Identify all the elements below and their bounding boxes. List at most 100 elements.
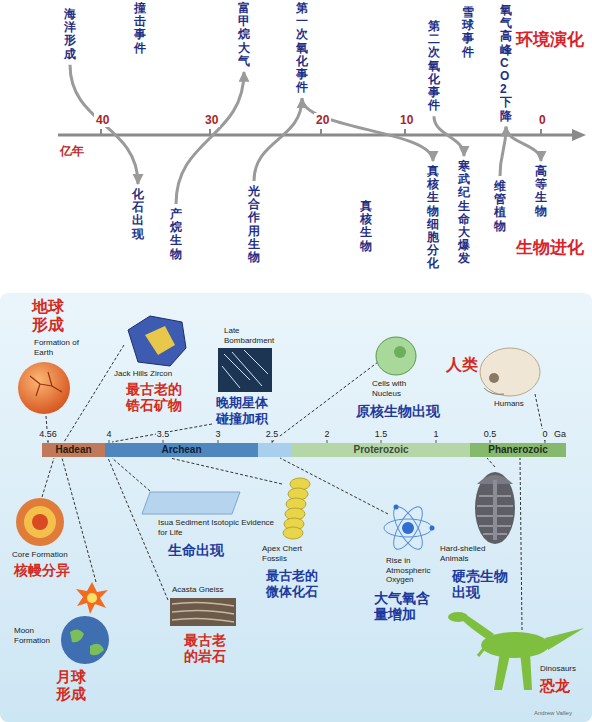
skull-figure: [480, 348, 540, 396]
era-band: Hadean: [42, 443, 105, 457]
tick-number: 3.5: [156, 429, 171, 440]
influence-arrow: [506, 127, 541, 161]
evolution-event: 真核生物细胞分化: [427, 165, 439, 271]
english-caption: Acasta Gneiss: [172, 585, 224, 595]
era-name: Archean: [161, 445, 201, 455]
event-title: 最古老的锆石矿物: [126, 381, 186, 413]
event-title: 恐龙: [540, 677, 570, 694]
bombardment-figure: [218, 348, 272, 392]
era-name: Hadean: [55, 445, 91, 455]
english-caption: Humans: [494, 399, 524, 409]
row-title: 环境演化: [516, 28, 584, 51]
event-text: 高等生物: [535, 165, 547, 218]
microfossil-figure: [283, 478, 310, 539]
era-band: Archean: [105, 443, 258, 457]
era-name: Phanerozoic: [488, 445, 547, 455]
english-caption: Cells with Nucleus: [372, 379, 420, 398]
tick-number: 1.5: [374, 429, 389, 440]
event-text: 海洋形成: [64, 8, 76, 61]
english-caption: Formation of Earth: [34, 338, 86, 357]
event-title: 最古老的岩石: [184, 632, 230, 664]
event-title: 核幔分异: [14, 562, 70, 578]
environment-event: 富甲烷大气: [238, 2, 250, 68]
moon-impact-figure: [61, 582, 109, 664]
evolution-event: 光合作用生物: [248, 185, 260, 264]
era-band: Proterozoic: [292, 443, 470, 457]
panel-ground: [0, 293, 592, 722]
era-name: Proterozoic: [353, 445, 408, 455]
event-title: 月球形成: [56, 668, 88, 703]
event-text: 真核生物细胞分化: [427, 165, 439, 271]
tick-number: 1: [432, 429, 439, 440]
influence-arrow: [176, 72, 244, 204]
english-caption: Late Bombardment: [224, 326, 284, 345]
influence-arrow: [434, 116, 464, 156]
axis-number: 0: [537, 113, 548, 127]
time-axis: [58, 134, 574, 137]
axis-number: 20: [314, 113, 331, 127]
axis-number: 30: [203, 113, 220, 127]
influence-arrow: [302, 98, 433, 161]
trilobite-figure: [475, 472, 515, 544]
core-figure: [16, 498, 64, 546]
evolution-event: 产烷生物: [170, 208, 182, 261]
event-title: 最古老的微体化石: [266, 568, 322, 599]
tick-number: 0: [541, 429, 548, 440]
english-caption: Core Formation: [12, 550, 68, 560]
event-text: 第一次氧化事件: [296, 2, 308, 94]
axis-unit: 亿年: [60, 143, 84, 160]
event-text: 撞击事件: [134, 2, 146, 55]
evolution-event: 真核生物: [360, 200, 372, 253]
english-caption: Apex Chert Fossils: [262, 544, 312, 563]
evolution-event: 寒武纪生命大爆发: [458, 160, 470, 266]
oxygen-figure: [384, 503, 435, 554]
gneiss-figure: [170, 598, 236, 626]
axis-number: 10: [398, 113, 415, 127]
axis-arrowhead: [572, 129, 586, 141]
english-caption: Dinosaurs: [540, 664, 576, 674]
leader-lines: [42, 345, 545, 630]
tick-number: 0.5: [483, 429, 498, 440]
english-caption: Rise in Atmospheric Oxygen: [386, 556, 438, 585]
event-title: 生命出现: [168, 542, 224, 558]
event-text: 化石出现: [132, 188, 144, 241]
influence-arrow: [70, 65, 138, 184]
event-text: 第二次氧化事件: [428, 20, 440, 112]
environment-event: 氧气高峰CO2下降: [500, 4, 512, 123]
english-caption: Isua Sediment Isotopic Evidence for Life: [158, 518, 278, 537]
environment-event: 撞击事件: [134, 2, 146, 55]
earth-figure: [18, 362, 70, 414]
event-text: 雪球事件: [462, 6, 474, 59]
event-text: 维管植物: [494, 180, 506, 233]
timeline-segment: [258, 443, 292, 457]
event-title: 硬壳生物出现: [452, 568, 510, 600]
tick-number: 2: [323, 429, 330, 440]
event-text: 光合作用生物: [248, 185, 260, 264]
axis-ticks: [101, 129, 541, 135]
environment-event: 雪球事件: [462, 6, 474, 59]
tick-number: 4.56: [38, 429, 58, 440]
environment-event: 第二次氧化事件: [428, 20, 440, 112]
english-caption: Moon Formation: [14, 626, 58, 645]
evolution-event: 化石出现: [132, 188, 144, 241]
era-band: Phanerozoic: [470, 443, 566, 457]
tick-unit: Ga: [553, 429, 567, 440]
event-text: 真核生物: [360, 200, 372, 253]
watermark: Andrew Valley: [534, 710, 572, 716]
event-title: 人类: [446, 356, 478, 374]
evolution-event: 高等生物: [535, 165, 547, 218]
event-text: 寒武纪生命大爆发: [458, 160, 470, 266]
event-text: 氧气高峰CO2下降: [500, 4, 512, 123]
environment-event: 海洋形成: [64, 8, 76, 61]
influence-arrow: [254, 98, 302, 181]
english-caption: Jack Hills Zircon: [114, 369, 172, 379]
tick-number: 2.5: [265, 429, 280, 440]
english-caption: Hard-shelled Animals: [440, 544, 500, 563]
tick-number: 3: [214, 429, 221, 440]
influence-arrow: [500, 127, 506, 176]
event-title: 晚期星体碰撞加积: [216, 395, 272, 426]
event-title: 地球形成: [32, 298, 68, 335]
axis-number: 40: [94, 113, 111, 127]
evolution-event: 维管植物: [494, 180, 506, 233]
